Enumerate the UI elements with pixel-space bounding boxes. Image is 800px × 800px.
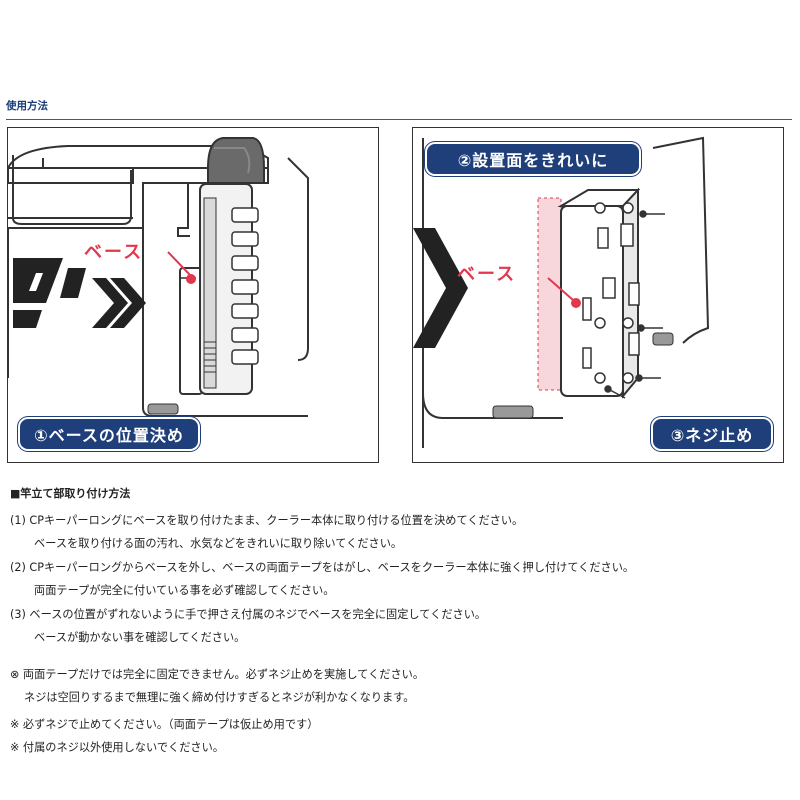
step2-line2: 両面テープが完全に付いている事を必ず確認してください。 <box>34 584 335 597</box>
instructions-heading: ■竿立て部取り付け方法 <box>10 487 131 500</box>
cooler-keeper-illustration <box>8 137 309 417</box>
illustration-panel-right: ②設置面をきれいに ベース ③ネジ止め <box>412 127 784 463</box>
base-callout-label-right: ベース <box>457 264 517 285</box>
note-line1: ※ 必ずネジで止めてください。（両面テープは仮止め用です） <box>10 718 319 731</box>
illustration-panel-left: ベース ①ベースの位置決め <box>7 127 379 463</box>
warning-line2: ネジは空回りするまで無理に強く締め付けすぎるとネジが利かなくなります。 <box>24 691 415 704</box>
step1-label: ①ベースの位置決め <box>20 419 198 449</box>
section-title: 使用方法 <box>6 100 48 112</box>
note-line2: ※ 付属のネジ以外使用しないでください。 <box>10 741 224 754</box>
base-callout-label: ベース <box>84 242 144 263</box>
step1-line1: (1) CPキーパーロングにベースを取り付けたまま、クーラー本体に取り付ける位置… <box>10 514 524 527</box>
step3-label: ③ネジ止め <box>653 419 771 449</box>
step2-line1: (2) CPキーパーロングからベースを外し、ベースの両面テープをはがし、ベースを… <box>10 561 635 574</box>
step2-banner: ②設置面をきれいに <box>427 144 639 174</box>
base-screw-illustration <box>413 136 710 448</box>
step1-line2: ベースを取り付ける面の汚れ、水気などをきれいに取り除いてください。 <box>34 537 403 550</box>
warning-line1: ⊗ 両面テープだけでは完全に固定できません。必ずネジ止めを実施してください。 <box>10 668 425 681</box>
step3-line2: ベースが動かない事を確認してください。 <box>34 631 246 644</box>
section-divider <box>6 119 792 120</box>
step3-line1: (3) ベースの位置がずれないように手で押さえ付属のネジでベースを完全に固定して… <box>10 608 487 621</box>
